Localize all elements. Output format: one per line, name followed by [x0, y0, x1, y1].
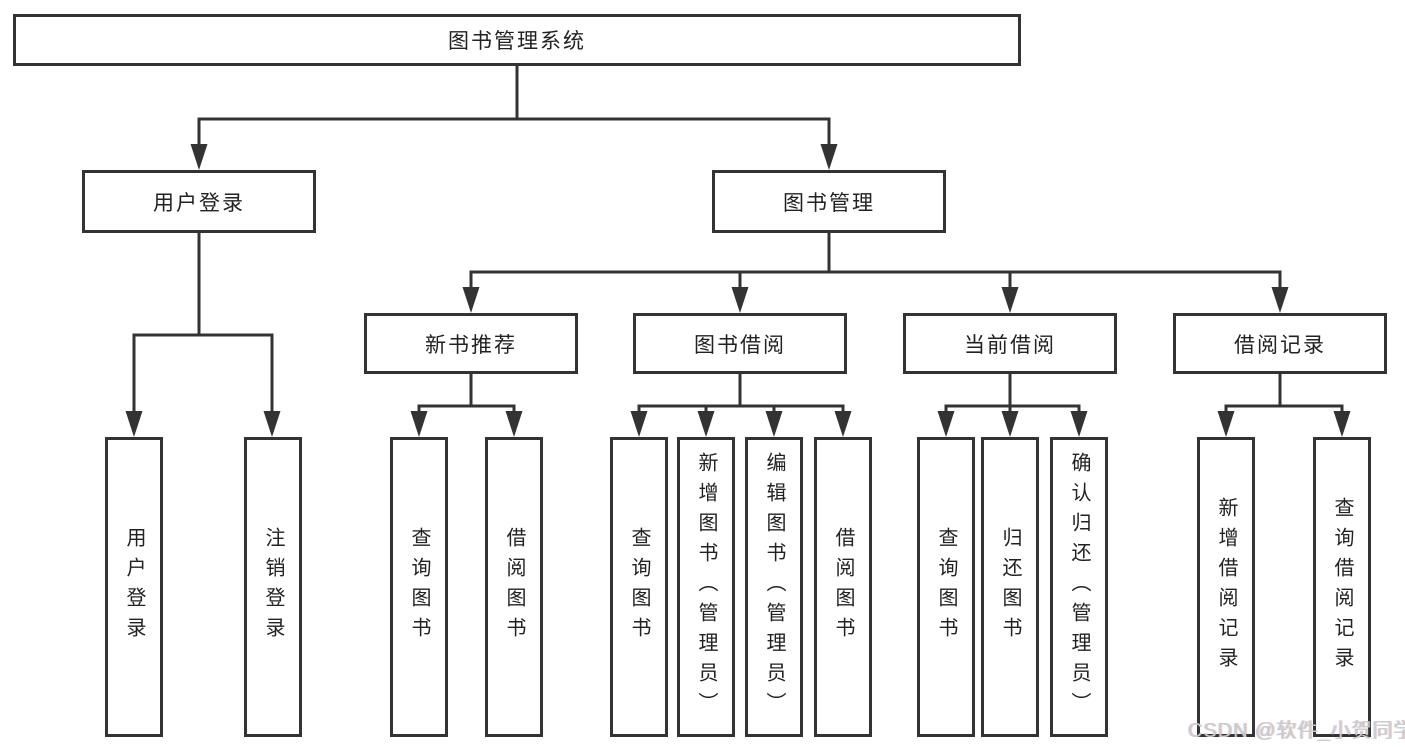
arrowhead-bor-lend	[834, 411, 852, 437]
node-leaf-add-borrow-record: 新增借阅记录	[1197, 437, 1255, 737]
connector-current-branch	[944, 374, 1081, 408]
arrowhead-rec-borrow	[505, 411, 523, 437]
arrowhead-cur-return	[1001, 411, 1019, 437]
arrowhead-bor-edit	[765, 411, 783, 437]
node-leaf-current-query-books-label: 查询图书	[935, 527, 957, 647]
node-book-management: 图书管理	[712, 170, 946, 233]
arrowhead-cur-confirm	[1070, 411, 1088, 437]
connector-user-branch	[132, 233, 274, 337]
arrowhead-recd-add	[1217, 411, 1235, 437]
connector-recommend-branch	[417, 374, 516, 408]
arrowhead-user-login-leaf	[125, 411, 143, 437]
node-book-borrowing-label: 图书借阅	[694, 333, 786, 357]
arrowhead-book-mgmt	[820, 144, 838, 170]
node-leaf-add-borrow-record-label: 新增借阅记录	[1215, 497, 1237, 677]
node-leaf-current-confirm-return-admin-label: 确认归还（管理员）	[1068, 452, 1090, 722]
node-leaf-borrow-lend-books-label: 借阅图书	[832, 527, 854, 647]
connector-records-branch	[1224, 374, 1344, 408]
node-leaf-recommend-query-books-label: 查询图书	[408, 527, 430, 647]
connector-mgmt-arrow-lines	[469, 272, 1282, 293]
connector-root-branch	[197, 66, 831, 121]
arrowhead-user-login	[190, 144, 208, 170]
node-leaf-borrow-edit-books-admin: 编辑图书（管理员）	[745, 437, 803, 737]
node-leaf-query-borrow-record: 查询借阅记录	[1313, 437, 1371, 737]
node-leaf-borrow-edit-books-admin-label: 编辑图书（管理员）	[763, 452, 785, 722]
node-new-book-recommend-label: 新书推荐	[425, 333, 517, 357]
node-leaf-borrow-query-books: 查询图书	[610, 437, 668, 737]
node-leaf-current-return-books: 归还图书	[981, 437, 1039, 737]
node-borrowing-records-label: 借阅记录	[1234, 333, 1326, 357]
node-leaf-user-login-label: 用户登录	[123, 527, 145, 647]
node-leaf-current-return-books-label: 归还图书	[999, 527, 1021, 647]
node-root-label: 图书管理系统	[448, 30, 586, 53]
node-book-borrowing: 图书借阅	[633, 313, 847, 374]
node-leaf-borrow-add-books-admin: 新增图书（管理员）	[677, 437, 735, 737]
node-current-borrowing-label: 当前借阅	[964, 333, 1056, 357]
connector-borrow-arrow-lines	[637, 406, 845, 417]
node-leaf-logout: 注销登录	[244, 437, 302, 737]
node-book-management-label: 图书管理	[783, 191, 875, 215]
node-leaf-current-confirm-return-admin: 确认归还（管理员）	[1050, 437, 1108, 737]
node-root-system: 图书管理系统	[13, 14, 1021, 66]
node-leaf-user-login: 用户登录	[105, 437, 163, 737]
node-leaf-recommend-borrow-books-label: 借阅图书	[503, 527, 525, 647]
node-borrowing-records: 借阅记录	[1173, 313, 1387, 374]
node-leaf-logout-label: 注销登录	[262, 527, 284, 647]
node-new-book-recommend: 新书推荐	[364, 313, 578, 374]
arrowhead-bor-query	[630, 411, 648, 437]
node-user-login-label: 用户登录	[153, 191, 245, 215]
node-leaf-recommend-query-books: 查询图书	[390, 437, 448, 737]
connector-records-arrow-lines	[1224, 406, 1344, 417]
connector-root-arrow-lines	[197, 119, 831, 150]
connector-current-arrow-lines	[944, 406, 1081, 417]
node-user-login: 用户登录	[82, 170, 316, 233]
connector-mgmt-branch	[469, 233, 1282, 274]
node-leaf-recommend-borrow-books: 借阅图书	[485, 437, 543, 737]
connector-recommend-arrow-lines	[417, 406, 516, 417]
arrowhead-rec-query	[410, 411, 428, 437]
node-current-borrowing: 当前借阅	[903, 313, 1117, 374]
arrowhead-bor-add	[697, 411, 715, 437]
arrowhead-cur-query	[937, 411, 955, 437]
arrowhead-recd-query	[1333, 411, 1351, 437]
arrowhead-recommend	[462, 287, 480, 313]
node-leaf-query-borrow-record-label: 查询借阅记录	[1331, 497, 1353, 677]
connector-borrow-branch	[637, 374, 845, 408]
connector-user-arrow-lines	[132, 335, 274, 417]
arrowhead-current	[1001, 287, 1019, 313]
arrowhead-records	[1271, 287, 1289, 313]
arrowhead-borrow	[731, 287, 749, 313]
csdn-watermark: CSDN @软件_小贺同学	[1188, 720, 1405, 742]
node-leaf-borrow-query-books-label: 查询图书	[628, 527, 650, 647]
arrowhead-logout-leaf	[263, 411, 281, 437]
node-leaf-borrow-lend-books: 借阅图书	[814, 437, 872, 737]
node-leaf-current-query-books: 查询图书	[917, 437, 975, 737]
node-leaf-borrow-add-books-admin-label: 新增图书（管理员）	[695, 452, 717, 722]
